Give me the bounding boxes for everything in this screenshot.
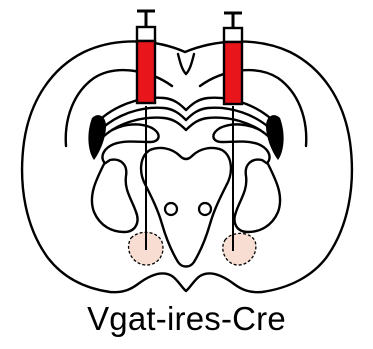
left-lateral-structure [92, 160, 138, 232]
right-small-circle [199, 203, 211, 215]
cortex-outline [22, 41, 352, 292]
right-lateral-structure [235, 160, 281, 232]
left-small-circle [165, 203, 177, 215]
right-syringe [224, 13, 242, 104]
left-syringe [137, 11, 155, 103]
right-hippocampus [213, 124, 269, 162]
genotype-caption: Vgat-ires-Cre [0, 300, 373, 338]
corpus-callosum-1 [92, 98, 280, 128]
midline-notch [178, 54, 194, 74]
left-hippocampus [102, 124, 158, 162]
